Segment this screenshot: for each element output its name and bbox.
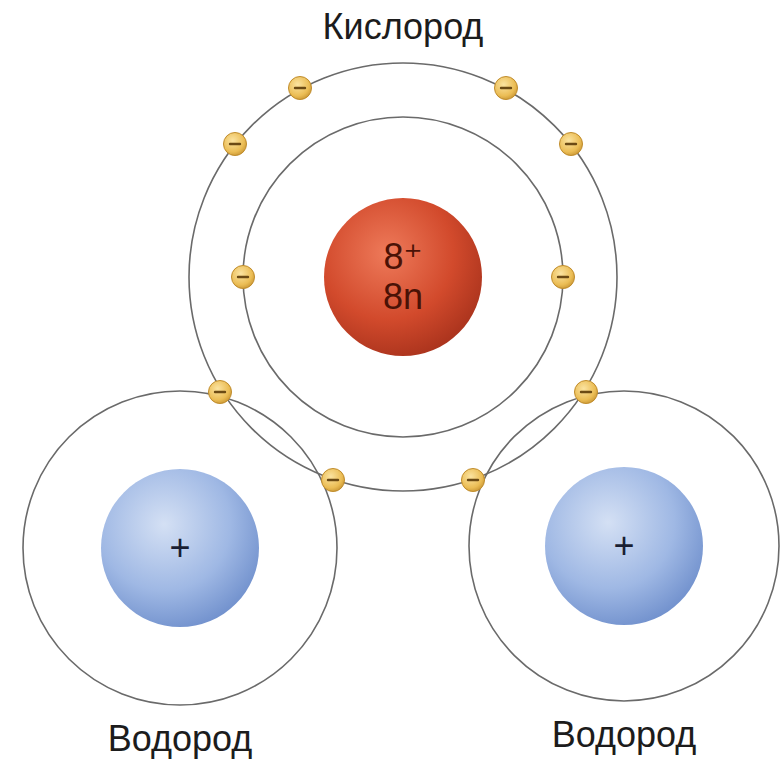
electron	[560, 133, 583, 156]
oxygen-nucleus: 8⁺8n	[323, 197, 483, 357]
atom-name: Водород	[408, 714, 783, 756]
electron	[322, 469, 345, 492]
nucleus-charge: 8⁺	[383, 237, 422, 277]
electron	[552, 266, 575, 289]
atom-name: Водород	[0, 718, 398, 760]
electron	[462, 469, 485, 492]
electron	[575, 381, 598, 404]
nucleus-charge: +	[169, 528, 190, 568]
electron	[232, 266, 255, 289]
atom-name: Кислород	[128, 6, 678, 48]
electron	[495, 77, 518, 100]
nucleus-charge: 8n	[383, 277, 423, 317]
oxygen-atom: Кислород8⁺8n	[188, 62, 618, 492]
electron	[209, 381, 232, 404]
electron	[289, 77, 312, 100]
hydrogen-nucleus: +	[100, 468, 260, 628]
nucleus-charge: +	[613, 526, 634, 566]
hydrogen-atom: Водород+	[22, 390, 338, 706]
hydrogen-nucleus: +	[544, 466, 704, 626]
electron	[224, 133, 247, 156]
hydrogen-atom: Водород+	[468, 390, 780, 702]
